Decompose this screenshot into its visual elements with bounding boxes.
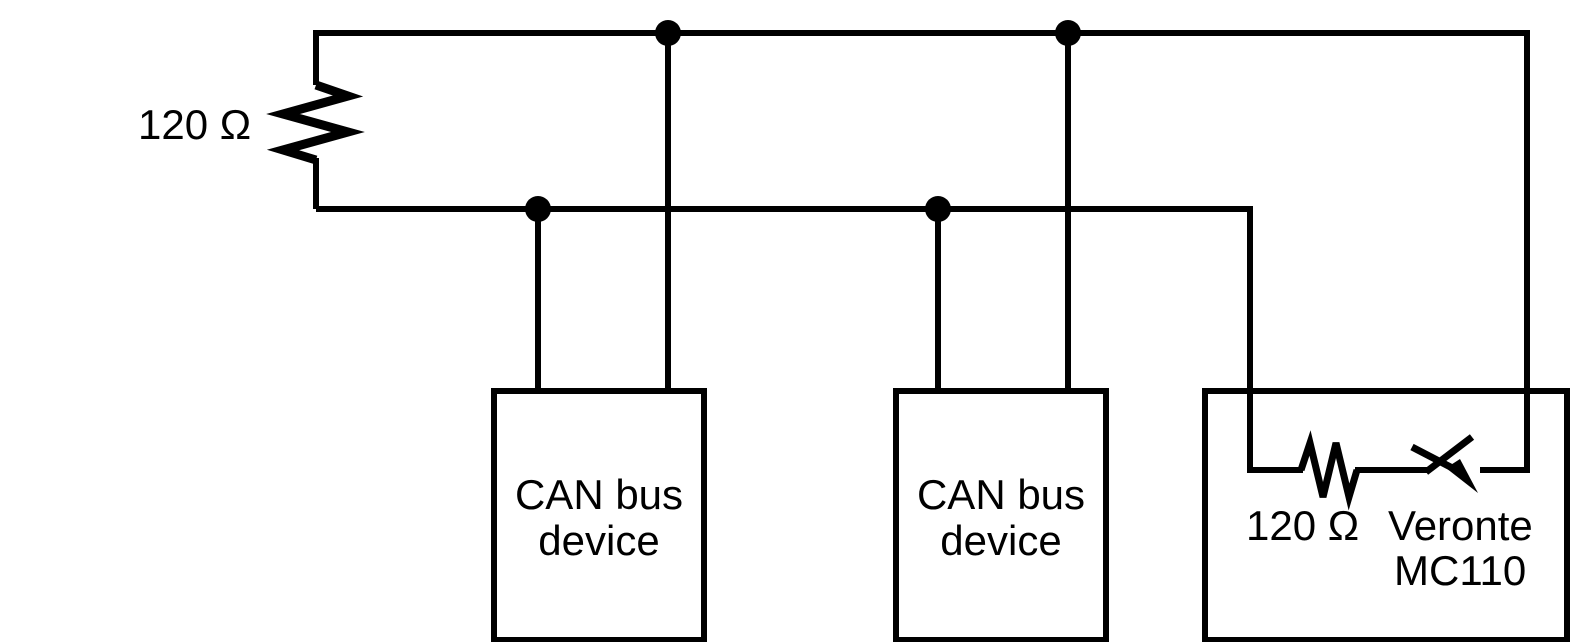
bus-high-wire bbox=[313, 30, 1530, 391]
can-bus-device-1-label-line1: CAN bus bbox=[515, 471, 683, 518]
junction-dot-bus-low-device-1 bbox=[525, 196, 551, 222]
can-bus-device-1-label-line2: device bbox=[538, 517, 659, 564]
bus-low-wire bbox=[316, 206, 1253, 391]
terminator-resistor-symbol bbox=[266, 80, 365, 165]
termination-switch-blade bbox=[1423, 434, 1475, 475]
can-bus-device-2-box[interactable] bbox=[893, 388, 1109, 642]
junction-dot-bus-low-device-2 bbox=[925, 196, 951, 222]
internal-terminator-resistor-symbol bbox=[1297, 430, 1361, 511]
veronte-internal-left-lead bbox=[1247, 391, 1303, 473]
terminator-resistor-value-label: 120 Ω bbox=[138, 101, 251, 148]
veronte-label-line1: Veronte bbox=[1388, 502, 1533, 549]
veronte-mc110-box[interactable] bbox=[1202, 388, 1570, 642]
can-bus-device-2-label-line2: device bbox=[940, 517, 1061, 564]
veronte-label-line2: MC110 bbox=[1394, 547, 1526, 594]
can-bus-device-1-box[interactable] bbox=[491, 388, 707, 642]
veronte-internal-right-lead bbox=[1480, 391, 1530, 473]
termination-switch-arrow-head bbox=[1446, 459, 1478, 493]
junction-dot-bus-high-device-2 bbox=[1055, 20, 1081, 46]
can-bus-device-2-label-line1: CAN bus bbox=[917, 471, 1085, 518]
junction-dot-bus-high-device-1 bbox=[655, 20, 681, 46]
internal-resistor-value-label: 120 Ω bbox=[1246, 502, 1359, 549]
